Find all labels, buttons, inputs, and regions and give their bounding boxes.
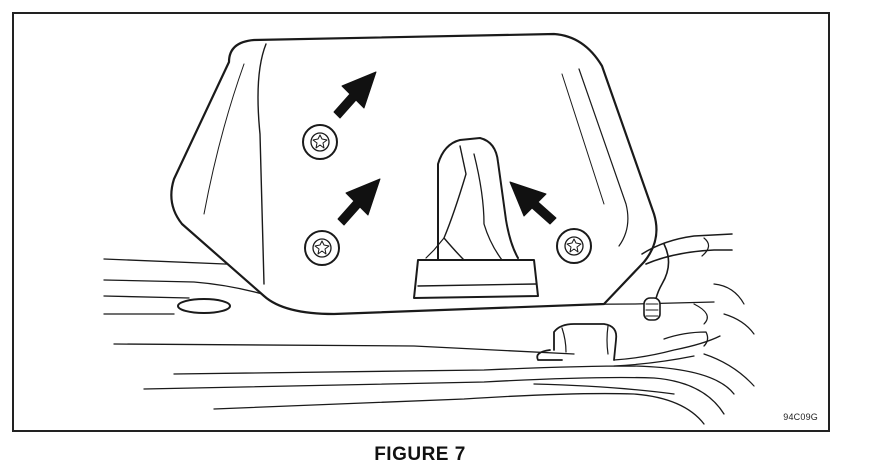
wire-clip: [536, 323, 721, 367]
pointer-arrow-icon: [333, 71, 557, 226]
bolt-lower-left: [304, 230, 340, 266]
torx-bolt-icon: [302, 124, 592, 266]
panel-hole: [177, 298, 231, 314]
bolt-right: [556, 228, 592, 264]
latch-striker-slot: [413, 137, 539, 299]
arrow-upper-left: [333, 71, 377, 119]
arrow-right: [509, 181, 557, 225]
figure-caption: FIGURE 7: [374, 444, 466, 465]
drawing-code: 94C09G: [783, 412, 818, 422]
right-edge-details: [703, 283, 755, 387]
figure-frame: 94C09G: [12, 12, 830, 432]
latch-illustration: [103, 32, 755, 425]
arrow-lower-left: [337, 178, 381, 226]
bolt-upper-left: [302, 124, 338, 160]
wire-connector: [641, 233, 733, 347]
latch-cover: [170, 32, 658, 316]
